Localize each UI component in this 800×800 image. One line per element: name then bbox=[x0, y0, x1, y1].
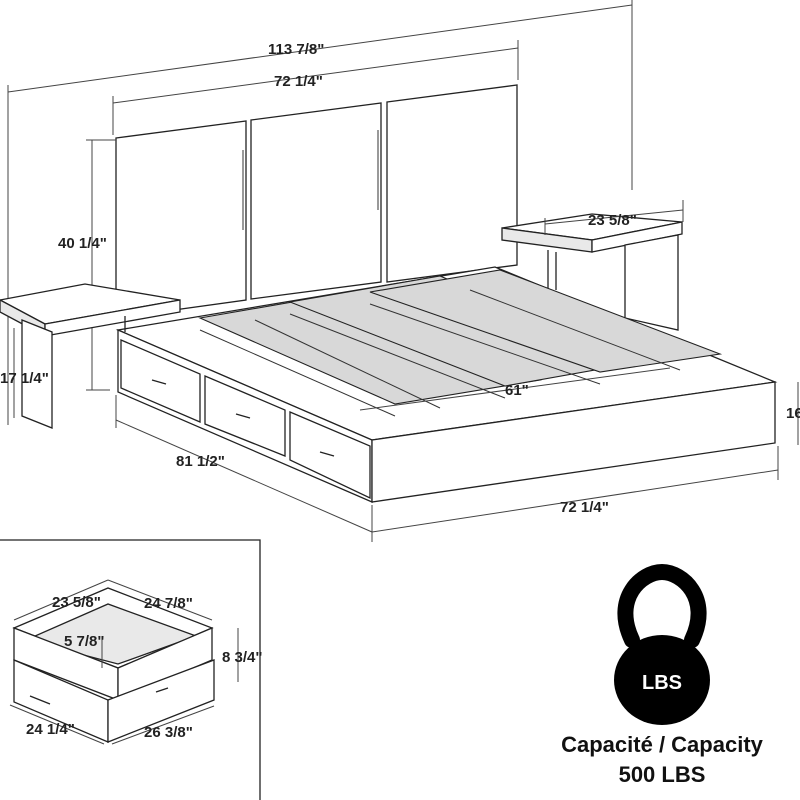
right-nightstand bbox=[501, 213, 683, 331]
nightstand-height-label: 17 1/4" bbox=[0, 370, 49, 387]
bed-height-dimension: 16 bbox=[786, 382, 800, 445]
bed-platform bbox=[115, 266, 778, 503]
drawer-front-length-label: 26 3/8" bbox=[144, 724, 193, 741]
nightstand-width-dimension: 23 5/8" bbox=[544, 200, 684, 235]
overall-width-dimension: 113 7/8" bbox=[7, 0, 633, 425]
bed-length-label: 81 1/2" bbox=[176, 453, 225, 470]
kettlebell-icon: LBS bbox=[614, 563, 710, 725]
bed-width-dimension: 72 1/4" bbox=[371, 446, 779, 533]
drawer-depth-label: 23 5/8" bbox=[52, 594, 101, 611]
slat-span-dimension: 61" bbox=[359, 367, 671, 411]
headboard-height-label: 40 1/4" bbox=[58, 235, 107, 252]
capacity-value: 500 LBS bbox=[619, 762, 706, 787]
headboard-height-dimension: 40 1/4" bbox=[58, 139, 116, 391]
drawer-dimension-lines bbox=[9, 579, 239, 745]
left-nightstand bbox=[0, 283, 181, 429]
bed-length-dimension: 81 1/2" bbox=[115, 395, 373, 542]
headboard bbox=[115, 84, 518, 319]
bed-height-label: 16 bbox=[786, 405, 800, 422]
drawer-front-depth-label: 24 1/4" bbox=[26, 721, 75, 738]
nightstand-width-label: 23 5/8" bbox=[588, 212, 637, 229]
bed-width-label: 72 1/4" bbox=[560, 499, 609, 516]
overall-width-label: 113 7/8" bbox=[268, 41, 324, 58]
drawer-length-label: 24 7/8" bbox=[144, 595, 193, 612]
drawer-inset bbox=[0, 539, 261, 800]
slat-span-label: 61" bbox=[505, 382, 529, 399]
capacity-badge: LBS bbox=[642, 672, 682, 694]
drawer-height-label: 8 3/4" bbox=[222, 649, 262, 666]
drawer-inner-height-label: 5 7/8" bbox=[64, 633, 104, 650]
nightstand-height-dimension: 17 1/4" bbox=[0, 328, 49, 418]
headboard-width-dimension: 72 1/4" bbox=[112, 40, 519, 135]
capacity-label: Capacité / Capacity bbox=[561, 732, 764, 757]
headboard-width-label: 72 1/4" bbox=[274, 73, 323, 90]
